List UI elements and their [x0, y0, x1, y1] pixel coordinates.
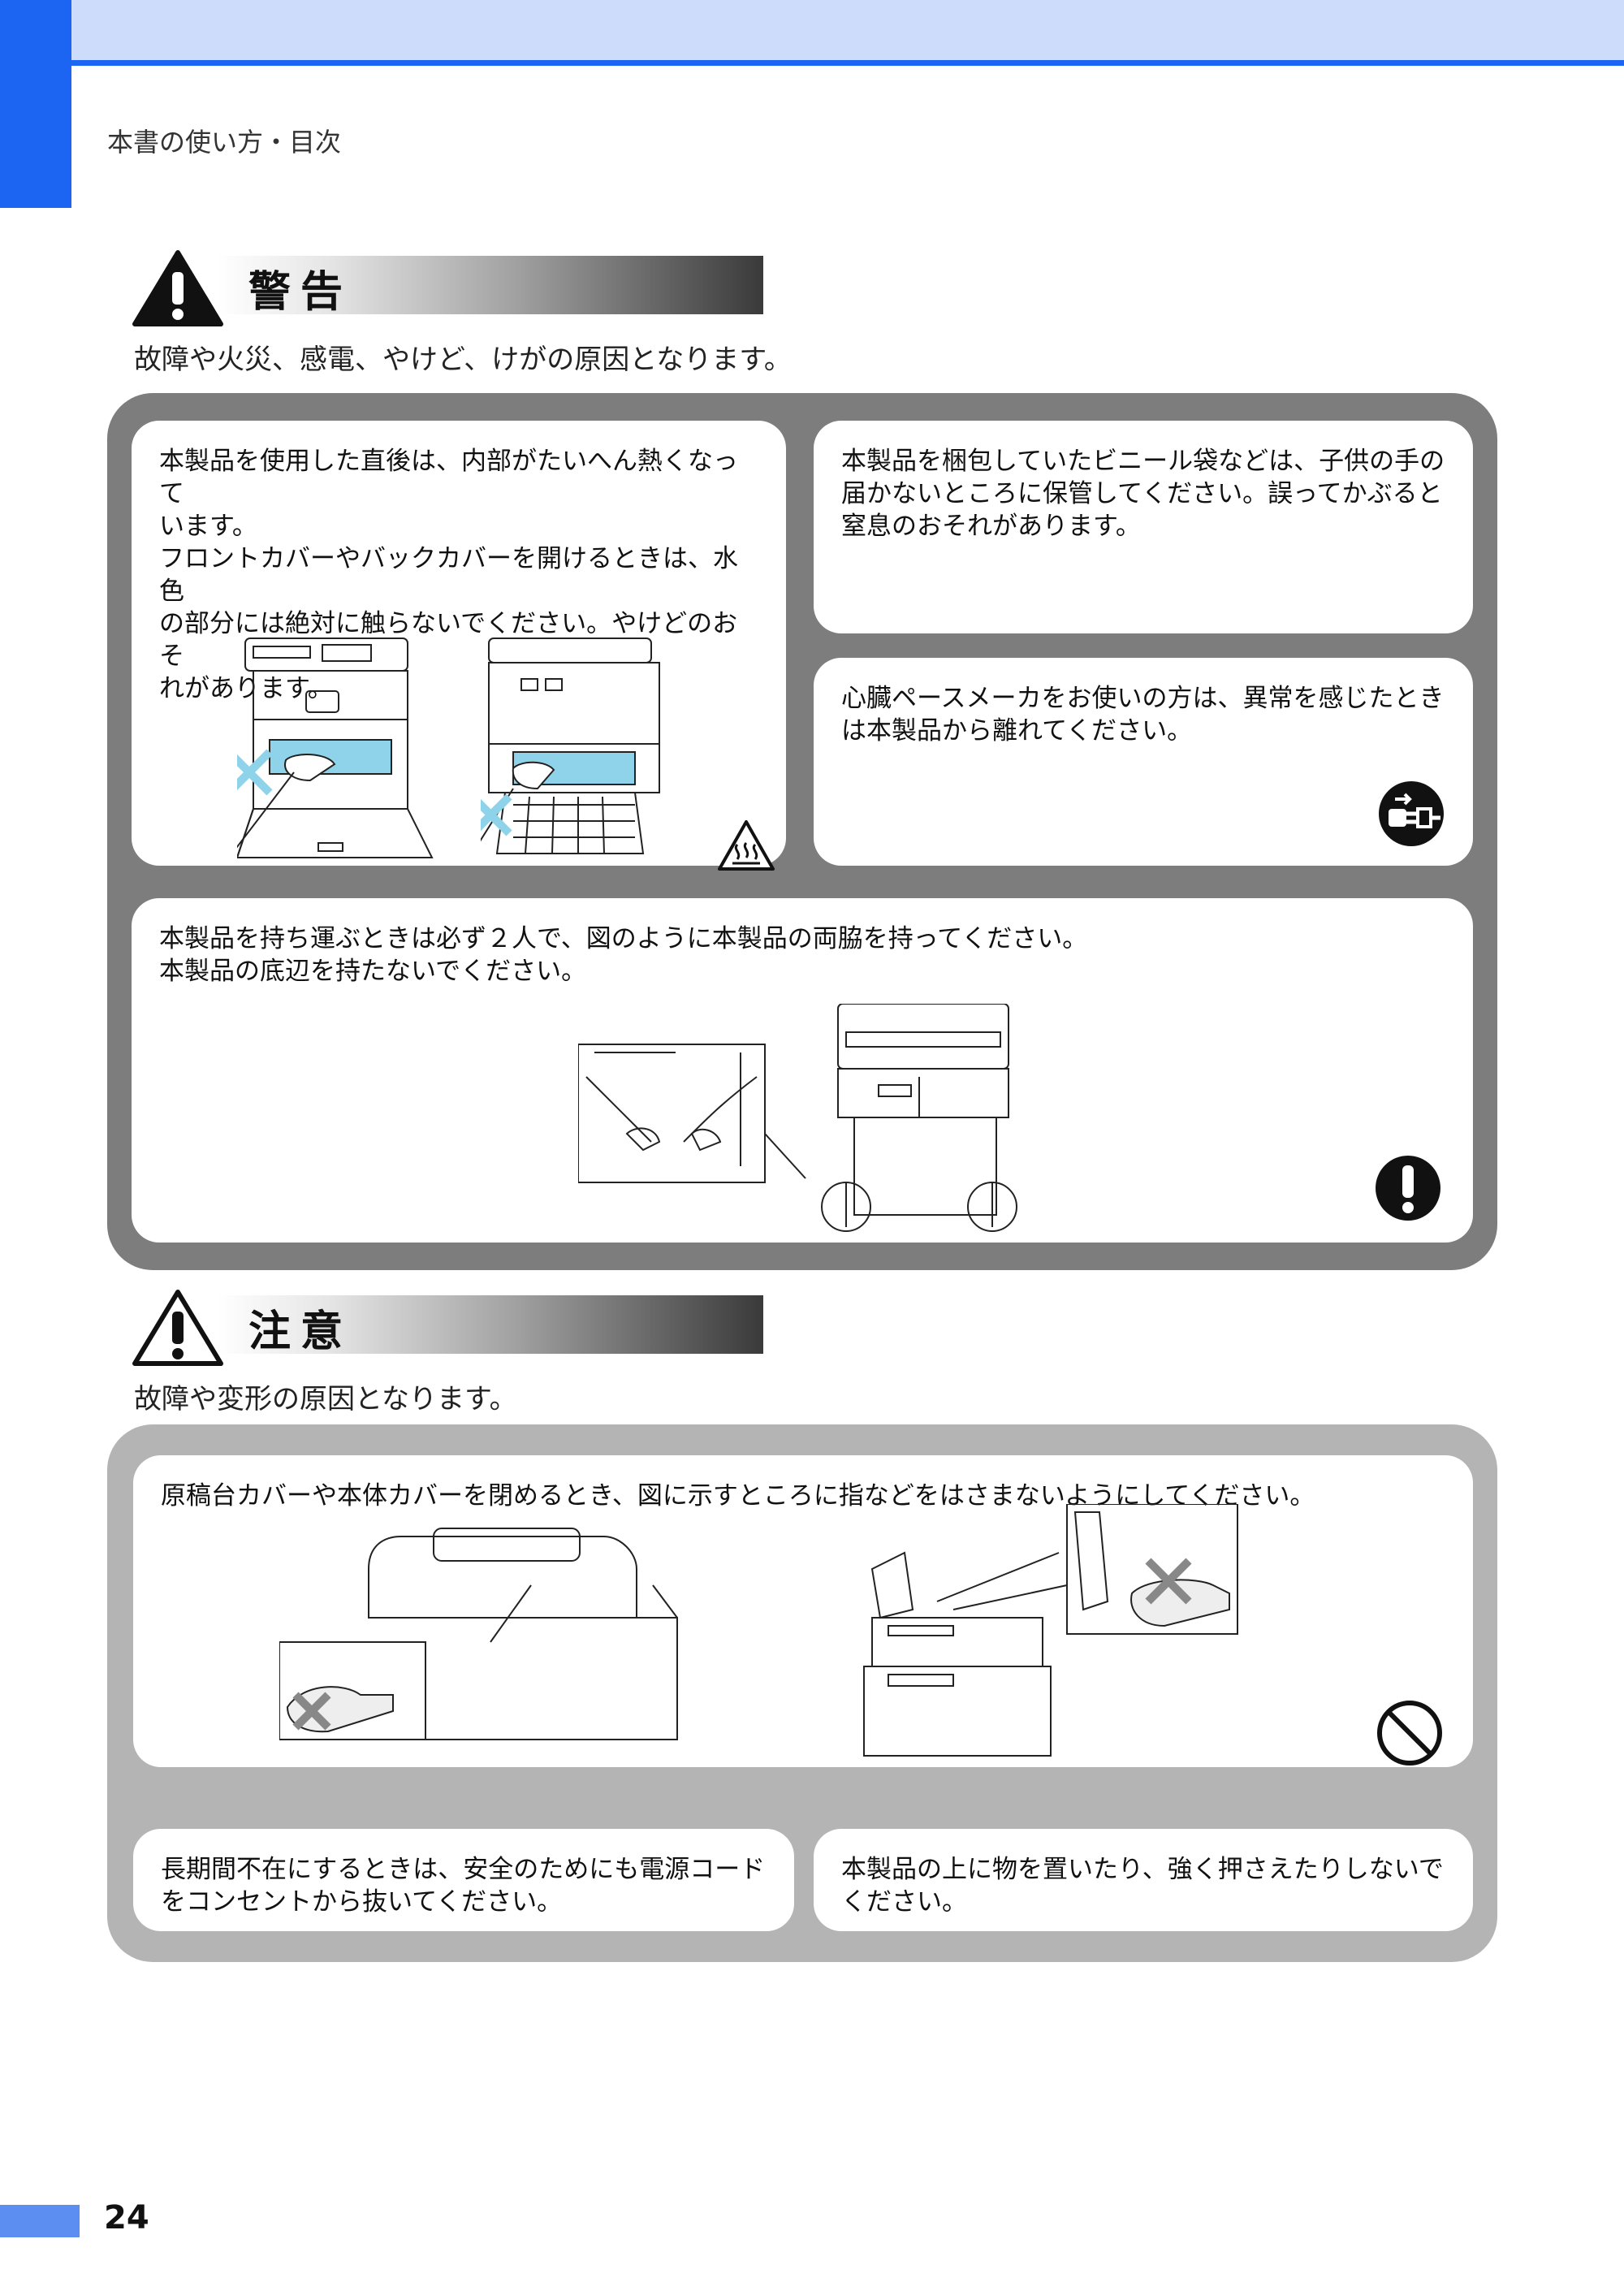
text-line: をコンセントから抜いてください。	[161, 1887, 563, 1917]
text-line: 窒息のおそれがあります。	[841, 512, 1141, 541]
text-line: の部分には絶対に触らないでください。やけどのおそ	[159, 609, 738, 671]
header-band	[0, 0, 1624, 63]
printer-front-open-illustration	[237, 638, 434, 858]
caution-pinch-box: 原稿台カバーや本体カバーを閉めるとき、図に示すところに指などをはさまないようにし…	[133, 1455, 1473, 1767]
unplug-icon	[1379, 781, 1444, 846]
caution-heading-bar	[218, 1295, 763, 1354]
warning-carrying-box: 本製品を持ち運ぶときは必ず２人で、図のように本製品の両脇を持ってください。 本製…	[132, 898, 1473, 1243]
text-line: 本製品を梱包していたビニール袋などは、子供の手の	[841, 447, 1445, 476]
text-line: れがあります。	[159, 674, 333, 703]
warning-subtitle: 故障や火災、感電、やけど、けがの原因となります。	[134, 344, 792, 376]
caution-heading: 注意	[130, 1287, 763, 1366]
text-line: います。	[159, 512, 257, 541]
caution-panel: 原稿台カバーや本体カバーを閉めるとき、図に示すところに指などをはさまないようにし…	[107, 1424, 1497, 1962]
mandatory-exclamation-icon	[1376, 1156, 1440, 1221]
warning-heading: 警告	[130, 248, 763, 326]
text-line: 届かないところに保管してください。誤ってかぶると	[841, 479, 1443, 508]
document-cover-pinch-illustration	[863, 1504, 1238, 1757]
warning-heading-bar	[218, 256, 763, 314]
text-line: 長期間不在にするときは、安全のためにも電源コード	[161, 1855, 766, 1884]
text-line: 本製品の上に物を置いたり、強く押さえたりしないで	[841, 1855, 1444, 1884]
caution-subtitle: 故障や変形の原因となります。	[134, 1383, 517, 1415]
text-line: ください。	[841, 1887, 967, 1917]
text-line: は本製品から離れてください。	[841, 716, 1193, 746]
warning-hot-interior-box: 本製品を使用した直後は、内部がたいへん熱くなって います。 フロントカバーやバッ…	[132, 421, 786, 871]
caution-no-objects-box: 本製品の上に物を置いたり、強く押さえたりしないで ください。	[814, 1829, 1473, 1931]
chapter-tab	[0, 0, 71, 208]
text-line: 本製品の底辺を持たないでください。	[159, 957, 587, 986]
scanner-cover-pinch-illustration	[279, 1528, 678, 1740]
warning-triangle-icon	[132, 250, 223, 326]
caution-title: 注意	[248, 1307, 353, 1356]
carrying-printer-illustration	[578, 1004, 1017, 1232]
printer-back-open-illustration	[481, 638, 660, 854]
hot-surface-icon	[718, 820, 775, 871]
text-line: フロントカバーやバックカバーを開けるときは、水色	[159, 544, 738, 606]
footer-tab	[0, 2205, 80, 2237]
warning-pacemaker-box: 心臓ペースメーカをお使いの方は、異常を感じたとき は本製品から離れてください。	[814, 658, 1473, 866]
warning-title: 警告	[248, 268, 353, 317]
text-line: 心臓ペースメーカをお使いの方は、異常を感じたとき	[841, 684, 1445, 713]
breadcrumb: 本書の使い方・目次	[107, 127, 342, 158]
text-line: 本製品を持ち運ぶときは必ず２人で、図のように本製品の両脇を持ってください。	[159, 924, 1088, 953]
warning-panel: 本製品を使用した直後は、内部がたいへん熱くなって います。 フロントカバーやバッ…	[107, 393, 1497, 1270]
warning-plastic-bag-box: 本製品を梱包していたビニール袋などは、子供の手の 届かないところに保管してくださ…	[814, 421, 1473, 633]
header-rule	[0, 60, 1624, 66]
page-number: 24	[104, 2199, 149, 2237]
caution-triangle-icon	[132, 1290, 223, 1366]
caution-unplug-box: 長期間不在にするときは、安全のためにも電源コード をコンセントから抜いてください…	[133, 1829, 794, 1931]
text-line: 原稿台カバーや本体カバーを閉めるとき、図に示すところに指などをはさまないようにし…	[161, 1481, 1315, 1511]
prohibited-icon	[1377, 1701, 1442, 1766]
text-line: 本製品を使用した直後は、内部がたいへん熱くなって	[159, 447, 738, 508]
